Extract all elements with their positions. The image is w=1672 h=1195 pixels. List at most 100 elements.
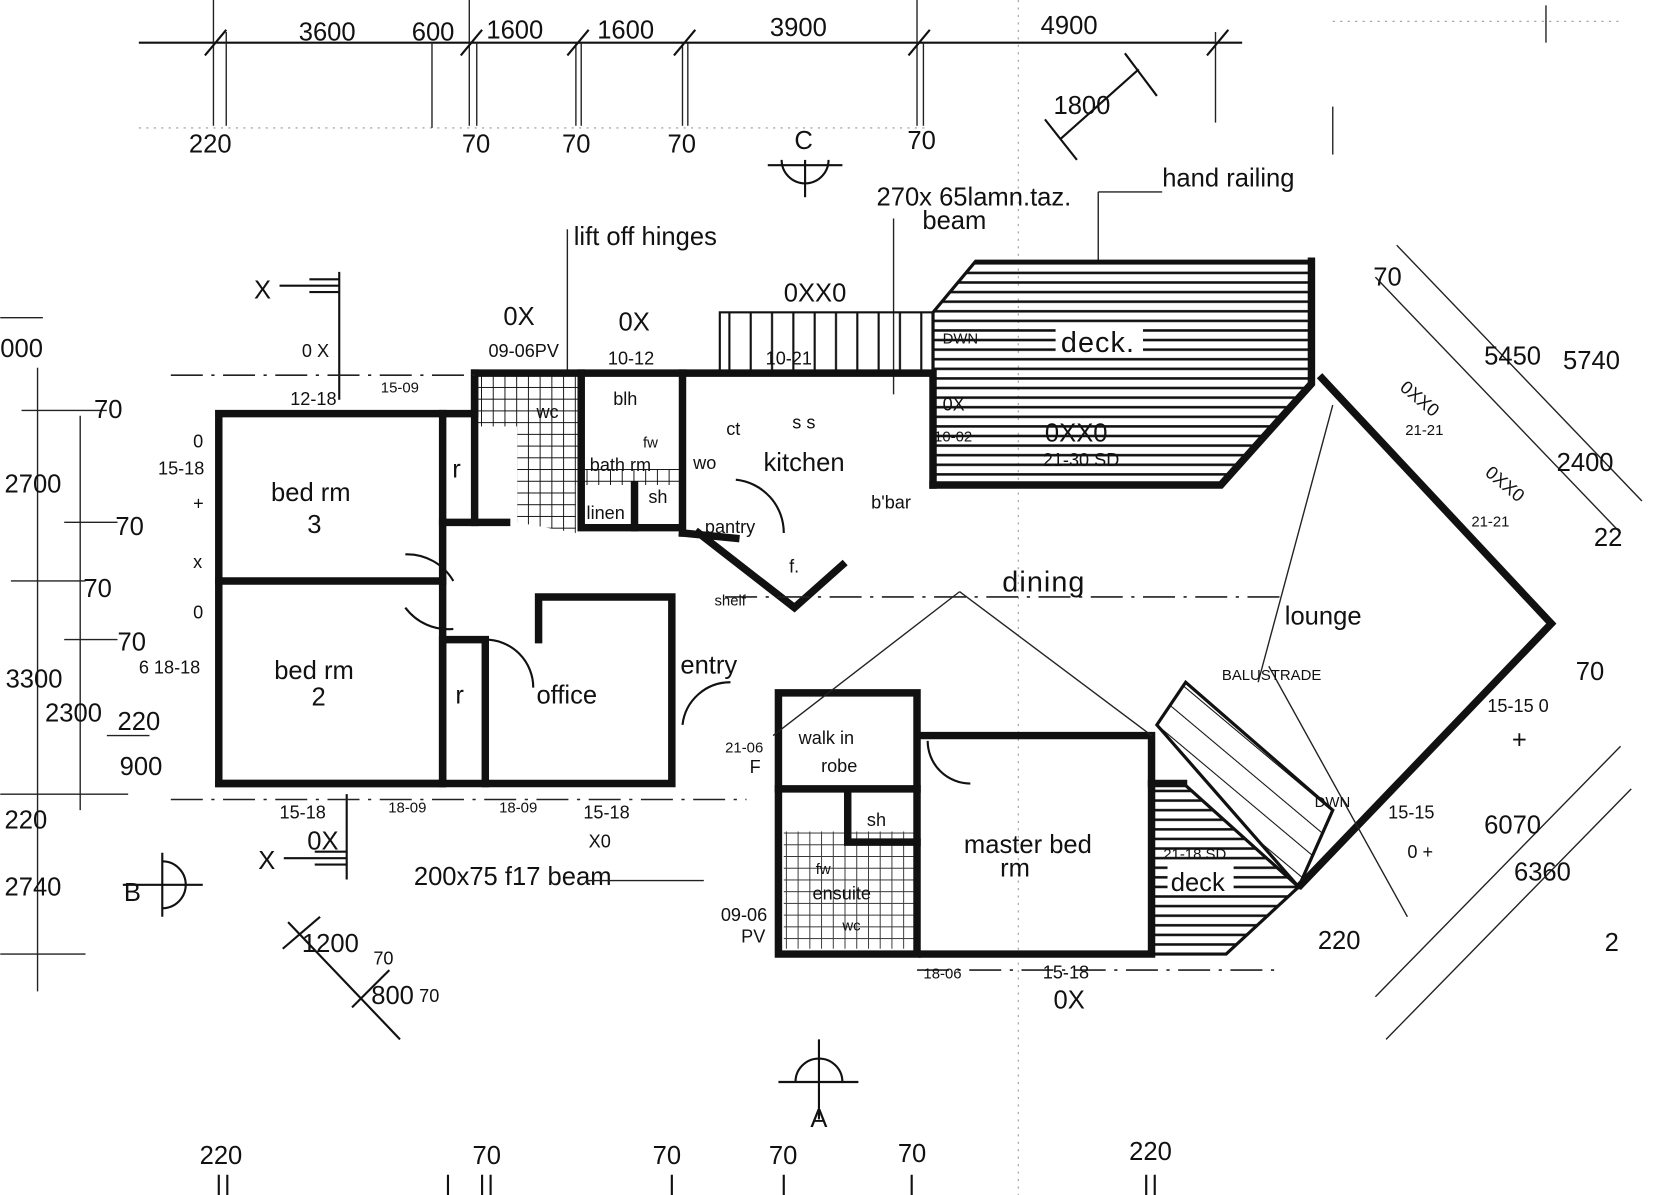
note-hand-railing: hand railing: [1162, 165, 1294, 193]
plan-label: 0XX0: [1396, 377, 1443, 421]
top-dimension-string: 3600 600 1600 1600 3900 4900 220 70 70 7…: [138, 0, 1243, 161]
room-labels: bed rm 3 bed rm 2 r r office entry bath …: [271, 325, 1362, 935]
plan-label: 800: [371, 982, 414, 1010]
plan-label: walk in: [798, 728, 854, 748]
dim-wall-220: 220: [189, 130, 232, 158]
plan-label: 10-02: [934, 428, 972, 445]
label-bed-rm-3: bed rm: [271, 479, 351, 507]
plan-label: 09-06PV: [488, 341, 558, 361]
kitchen-bench-stair: [718, 311, 935, 375]
plan-label: 15-18: [280, 803, 326, 823]
plan-label: 21-21: [1405, 422, 1443, 439]
plan-label: f.: [789, 556, 799, 576]
plan-label: 70: [653, 1142, 681, 1170]
dim-wall-70: 70: [907, 127, 935, 155]
plan-label: +: [1512, 726, 1527, 754]
plan-label: sh: [867, 810, 886, 830]
plan-label: 15-18: [1043, 963, 1089, 983]
walls: [215, 257, 1557, 958]
plan-label: 0X: [943, 394, 965, 414]
label-master-bed: master bed: [964, 831, 1092, 859]
plan-label: 6360: [1514, 859, 1571, 887]
plan-label: 70: [94, 396, 122, 424]
plan-label: 220: [200, 1142, 243, 1170]
plan-label: 12-18: [290, 389, 336, 409]
plan-label: 220: [118, 708, 161, 736]
plan-label: 70: [1373, 264, 1401, 292]
door-swings: [170, 244, 1643, 1040]
plan-label: X0: [589, 831, 611, 851]
plan-label: 70: [373, 949, 393, 969]
dim-4900: 4900: [1041, 12, 1098, 40]
plan-label: C: [794, 127, 812, 155]
plan-label: 0XX0: [1482, 462, 1529, 506]
bath-tiles: [517, 426, 683, 534]
plan-label: 70: [83, 575, 111, 603]
plan-label: 09-06: [721, 905, 767, 925]
plan-label: wc: [841, 918, 861, 935]
note-beam-top: 270x 65lamn.taz.: [877, 184, 1072, 212]
plan-label: 70: [769, 1142, 797, 1170]
plan-label: 2: [312, 684, 326, 712]
plan-label: robe: [821, 756, 857, 776]
plan-label: fw: [643, 435, 658, 452]
dim-3900: 3900: [770, 14, 827, 42]
label-deck: deck.: [1061, 327, 1135, 359]
plan-label: 21-30 SD: [1043, 450, 1120, 470]
dim-600: 600: [412, 19, 455, 47]
section-marker-x-bottom: X: [258, 794, 348, 880]
label-deck-lower: deck: [1171, 869, 1225, 897]
dim-1600-a: 1600: [486, 16, 543, 44]
plan-label: 70: [115, 513, 143, 541]
plan-label: ct: [726, 419, 740, 439]
plan-label: 000: [0, 335, 43, 363]
plan-label: 0: [193, 602, 203, 622]
plan-label: X: [258, 847, 275, 875]
plan-label: 0XX0: [1045, 419, 1108, 447]
plan-label: r: [455, 682, 464, 710]
plan-label: 0 X: [302, 341, 329, 361]
plan-label: 900: [120, 753, 163, 781]
right-dimension-string: 70 5450 5740 2400 22 70 6070 6360 220 2: [1318, 264, 1623, 957]
label-kitchen: kitchen: [764, 449, 845, 477]
plan-label: sh: [648, 487, 667, 507]
plan-label: 0XX0: [784, 280, 847, 308]
plan-label: 5740: [1563, 347, 1620, 375]
plan-label: 21-18 SD: [1163, 846, 1226, 863]
plan-label: PV: [741, 926, 765, 946]
dim-1800: 1800: [1053, 92, 1110, 120]
plan-label: 15-18: [158, 458, 204, 478]
dim-wall-70: 70: [462, 130, 490, 158]
plan-label: 70: [419, 986, 439, 1006]
label-bed-rm-2: bed rm: [274, 657, 354, 685]
section-marker-c: C: [767, 127, 843, 198]
plan-label: 0X: [619, 308, 650, 336]
dim-1600-b: 1600: [597, 16, 654, 44]
dim-wall-70: 70: [562, 130, 590, 158]
plan-label: 18-09: [388, 799, 426, 816]
plan-label: 10-21: [766, 349, 812, 369]
plan-label: linen: [587, 503, 625, 523]
plan-label: 70: [472, 1142, 500, 1170]
plan-label: 0 +: [1407, 842, 1433, 862]
plan-label: b'bar: [871, 492, 911, 512]
wc-tiles: [477, 375, 580, 427]
note-balustrade: BALUSTRADE: [1222, 667, 1321, 684]
stair-balustrade: [1154, 679, 1335, 890]
plan-label: blh: [613, 389, 637, 409]
plan-label: 0X: [503, 303, 534, 331]
scan-artifacts: [138, 0, 1621, 1195]
plan-label: 220: [1129, 1138, 1172, 1166]
plan-label: 21-06: [725, 740, 763, 757]
plan-label: r: [452, 456, 461, 484]
plan-label: 2700: [5, 470, 62, 498]
plan-label: 18-09: [499, 799, 537, 816]
plan-label: 22: [1594, 524, 1622, 552]
plan-label: 15-15 0: [1487, 696, 1548, 716]
plan-label: ensuite: [813, 884, 871, 904]
plan-label: F: [750, 757, 761, 777]
plan-label: rm: [1000, 854, 1030, 882]
section-marker-a: A: [778, 1039, 859, 1133]
plan-label: 15-09: [381, 379, 419, 396]
section-marker-x-top: X: [254, 271, 341, 400]
